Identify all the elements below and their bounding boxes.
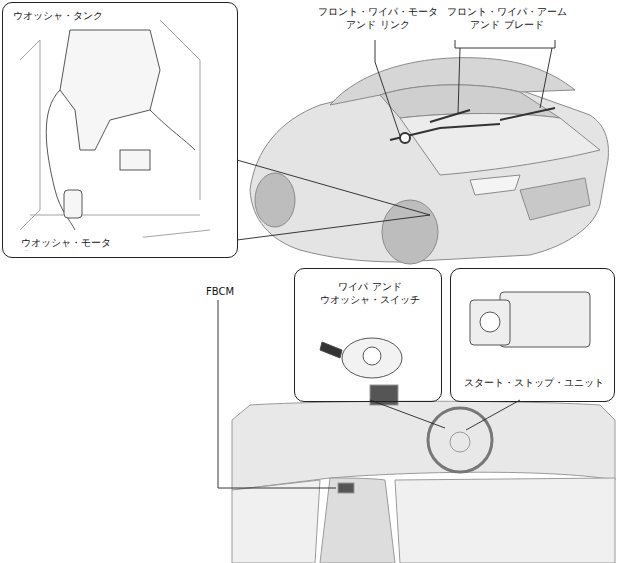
wiper-motor [400, 133, 410, 143]
leader-line [466, 400, 520, 430]
headlamp [470, 175, 520, 195]
steering-wheel [428, 408, 492, 472]
grille [520, 178, 590, 220]
fbcm-module [338, 483, 354, 493]
rear-wheel [255, 173, 295, 227]
part-label: フロント・ワイパ・モータ アンド リンク [310, 6, 446, 31]
leader-line [237, 160, 430, 240]
part-label: FBCM [196, 286, 244, 299]
floor [232, 478, 615, 563]
unit-housing [500, 292, 590, 347]
part-label: フロント・ワイパ・アーム アンド ブレード [437, 6, 577, 31]
bracket [120, 150, 150, 170]
start-button [480, 312, 500, 332]
switch-lever [320, 342, 342, 358]
washer-hose [46, 90, 195, 230]
callout-box: ウオッシャ・タンクウオッシャ・モータ [2, 2, 238, 258]
dashboard [232, 401, 615, 490]
part-name: ウオッシャ・モータ [19, 237, 143, 250]
callout-box: スタート・ストップ・ユニット [450, 268, 615, 402]
switch-body [342, 338, 402, 378]
switch-hole [363, 347, 381, 365]
steering-hub [450, 432, 470, 452]
leader-line [375, 40, 400, 136]
part-name: スタート・ストップ・ユニット [457, 377, 611, 390]
unit-housing [470, 300, 510, 345]
center-console [320, 478, 395, 563]
leader-line [370, 400, 445, 428]
body-panel [20, 20, 210, 250]
wiper-blade [430, 110, 470, 122]
leader-line [218, 300, 336, 488]
callout-box: ワイパ アンド ウオッシャ・スイッチ [294, 268, 442, 402]
part-name: ワイパ アンド ウオッシャ・スイッチ [305, 281, 435, 306]
washer-tank [60, 30, 160, 150]
hood [400, 114, 600, 176]
wiper-blade [500, 108, 555, 120]
washer-motor [64, 190, 82, 218]
bracket-line [455, 40, 555, 114]
part-name: ウオッシャ・タンク [11, 10, 135, 23]
